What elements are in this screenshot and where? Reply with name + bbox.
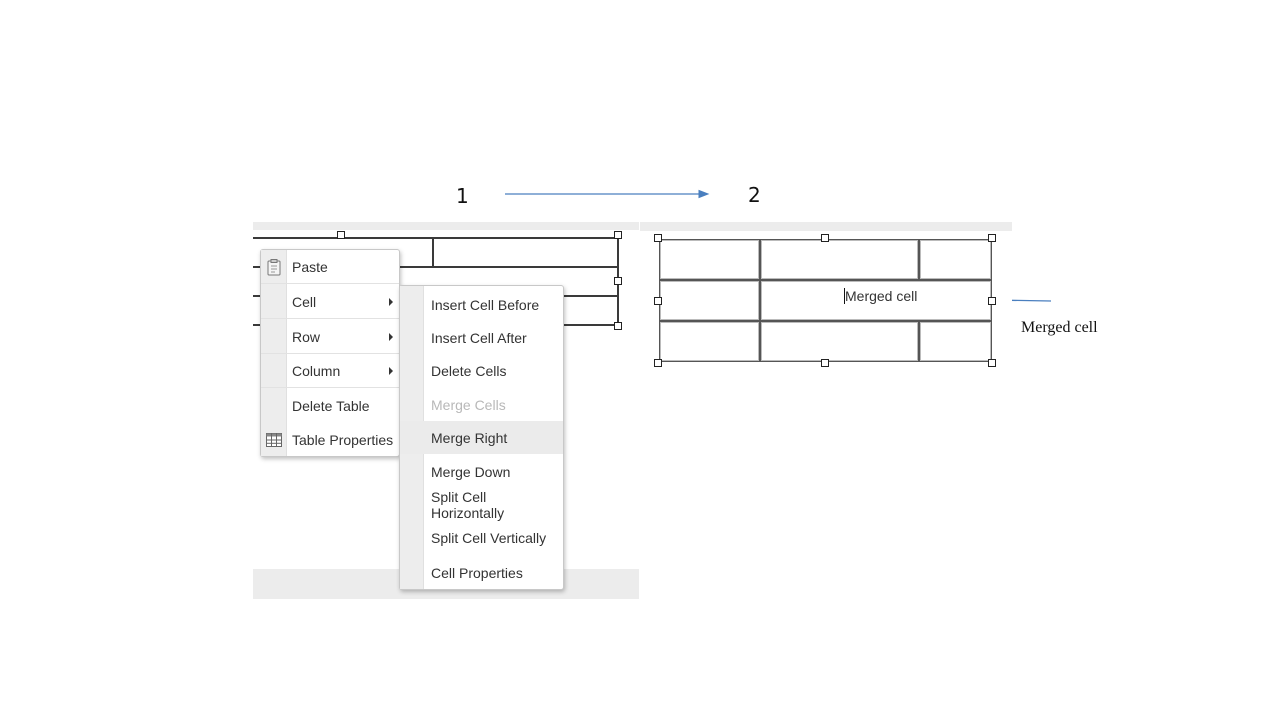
menu-item-column[interactable]: Column (261, 354, 399, 388)
editor-top-bar (640, 222, 1012, 231)
resize-handle[interactable] (988, 297, 996, 305)
submenu-split-cell-horizontally[interactable]: Split Cell Horizontally (400, 488, 563, 521)
text-cursor (844, 288, 845, 304)
context-menu: Paste Cell Row Column Delete Table Table… (260, 249, 400, 457)
table-cell[interactable] (659, 280, 760, 321)
menu-item-label: Split Cell Vertically (431, 529, 547, 546)
resize-handle[interactable] (988, 359, 996, 367)
step-number-2: 2 (748, 183, 761, 207)
resize-handle[interactable] (654, 297, 662, 305)
clipboard-icon (267, 259, 281, 276)
menu-item-row[interactable]: Row (261, 320, 399, 354)
menu-item-delete-table[interactable]: Delete Table (261, 389, 399, 423)
resize-handle[interactable] (654, 359, 662, 367)
submenu-merge-right[interactable]: Merge Right (400, 421, 563, 454)
submenu-arrow-icon (389, 366, 393, 375)
resize-handle[interactable] (337, 231, 345, 239)
table-cell[interactable] (760, 321, 919, 362)
submenu-insert-cell-before[interactable]: Insert Cell Before (400, 288, 563, 321)
submenu-merge-down[interactable]: Merge Down (400, 455, 563, 488)
editor-top-bar (253, 222, 639, 230)
table-border (253, 266, 619, 268)
menu-item-label: Table Properties (292, 432, 394, 448)
submenu-cell-properties[interactable]: Cell Properties (400, 556, 563, 589)
resize-handle[interactable] (614, 277, 622, 285)
table-cell[interactable] (760, 239, 919, 280)
resize-handle[interactable] (614, 322, 622, 330)
menu-item-label: Delete Cells (431, 362, 507, 379)
table-border (432, 237, 434, 267)
menu-item-label: Insert Cell After (431, 329, 527, 346)
submenu-merge-cells: Merge Cells (400, 388, 563, 421)
table-border (253, 237, 619, 239)
menu-item-paste[interactable]: Paste (261, 250, 399, 284)
menu-item-label: Column (292, 362, 341, 379)
menu-item-label: Cell Properties (431, 564, 523, 581)
submenu-insert-cell-after[interactable]: Insert Cell After (400, 321, 563, 354)
table-cell[interactable] (659, 321, 760, 362)
menu-item-label: Merge Right (431, 429, 508, 446)
menu-item-label: Merge Cells (431, 396, 506, 413)
submenu-delete-cells[interactable]: Delete Cells (400, 354, 563, 387)
resize-handle[interactable] (821, 234, 829, 242)
menu-item-label: Merge Down (431, 463, 511, 480)
merged-table-cell[interactable] (760, 280, 992, 321)
merged-cell-text: Merged cell (845, 288, 918, 304)
submenu-arrow-icon (389, 332, 393, 341)
menu-item-label: Insert Cell Before (431, 296, 540, 313)
menu-item-label: Paste (292, 258, 328, 275)
table-cell[interactable] (919, 321, 992, 362)
resize-handle[interactable] (614, 231, 622, 239)
menu-item-label: Split Cell Horizontally (431, 488, 505, 521)
table-cell[interactable] (659, 239, 760, 280)
submenu-split-cell-vertically[interactable]: Split Cell Vertically (400, 521, 563, 554)
menu-item-table-properties[interactable]: Table Properties (261, 423, 399, 457)
menu-item-label: Cell (292, 293, 317, 310)
resize-handle[interactable] (988, 234, 996, 242)
menu-item-label: Row (292, 328, 321, 345)
merged-cell-annotation: Merged cell (1021, 319, 1098, 336)
table-icon (266, 433, 282, 447)
step-arrow (505, 189, 710, 199)
editor-screenshot-after: Merged cell (640, 222, 1012, 370)
resize-handle[interactable] (654, 234, 662, 242)
menu-item-cell[interactable]: Cell (261, 285, 399, 319)
step-number-1: 1 (456, 184, 469, 208)
submenu-arrow-icon (389, 297, 393, 306)
resize-handle[interactable] (821, 359, 829, 367)
table-cell[interactable] (919, 239, 992, 280)
menu-item-label: Delete Table (292, 398, 370, 414)
cell-submenu: Insert Cell Before Insert Cell After Del… (399, 285, 564, 590)
